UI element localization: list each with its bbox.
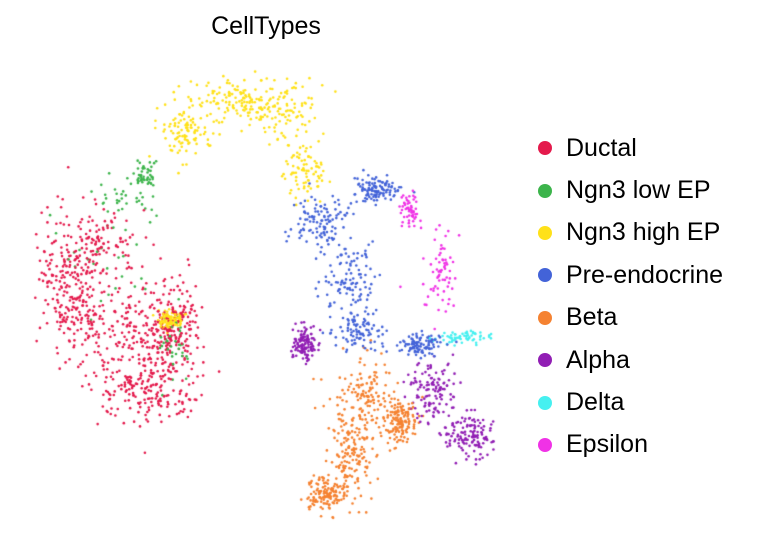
legend-marker-icon [538,225,552,240]
legend-label: Alpha [566,345,630,374]
legend-marker-icon [538,141,552,156]
legend-item: Alpha [538,339,723,381]
legend-item: Delta [538,381,723,423]
legend-item: Beta [538,297,723,339]
legend-label: Ngn3 low EP [566,176,711,205]
legend-marker-icon [538,353,552,368]
legend-marker-icon [538,183,552,198]
legend-item: Pre-endocrine [538,254,723,296]
legend-item: Ngn3 high EP [538,212,723,254]
legend-label: Ngn3 high EP [566,218,721,247]
legend-item: Ngn3 low EP [538,169,723,211]
legend-marker-icon [538,310,552,325]
legend-label: Delta [566,388,625,417]
legend-label: Pre-endocrine [566,260,724,289]
legend-item: Epsilon [538,424,723,466]
legend-marker-icon [538,268,552,283]
legend-marker-icon [538,437,552,452]
legend-label: Beta [566,303,618,332]
legend-marker-icon [538,395,552,410]
legend-item: Ductal [538,127,723,169]
legend-label: Ductal [566,133,637,162]
legend-label: Epsilon [566,430,648,459]
